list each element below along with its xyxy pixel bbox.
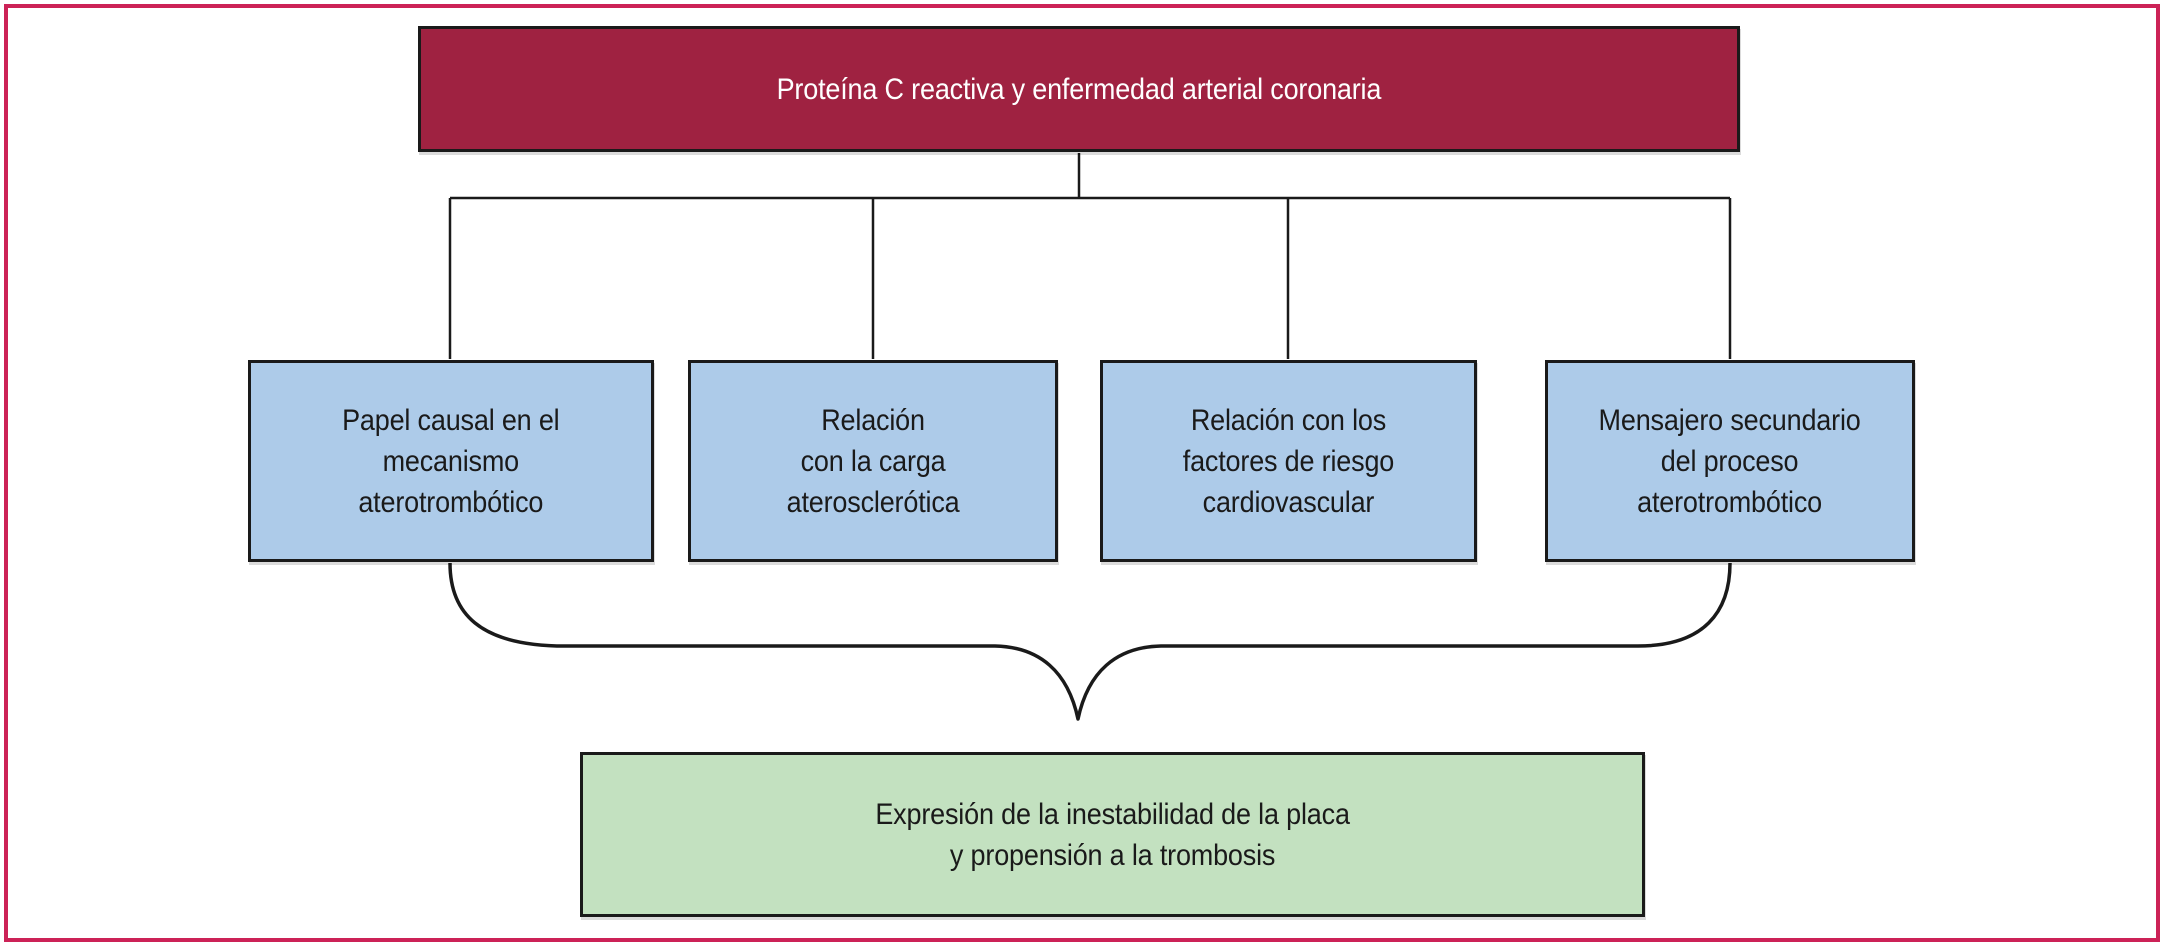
- branch-box-carga-aterosclerotica: Relación con la carga aterosclerótica: [688, 360, 1058, 562]
- figure-frame: [4, 4, 2160, 942]
- branch-label: Papel causal en el mecanismo aterotrombó…: [342, 403, 560, 519]
- branch-box-mensajero-secundario: Mensajero secundario del proceso aterotr…: [1545, 360, 1915, 562]
- branch-box-factores-riesgo: Relación con los factores de riesgo card…: [1100, 360, 1477, 562]
- title-label: Proteína C reactiva y enfermedad arteria…: [776, 72, 1382, 106]
- branch-label: Mensajero secundario del proceso aterotr…: [1598, 403, 1862, 519]
- title-box: Proteína C reactiva y enfermedad arteria…: [418, 26, 1740, 152]
- branch-label: Relación con la carga aterosclerótica: [786, 403, 960, 519]
- branch-box-papel-causal: Papel causal en el mecanismo aterotrombó…: [248, 360, 654, 562]
- outcome-label: Expresión de la inestabilidad de la plac…: [875, 797, 1350, 872]
- branch-label: Relación con los factores de riesgo card…: [1182, 403, 1395, 519]
- brace-curve: [448, 562, 1732, 721]
- outcome-box: Expresión de la inestabilidad de la plac…: [580, 752, 1645, 917]
